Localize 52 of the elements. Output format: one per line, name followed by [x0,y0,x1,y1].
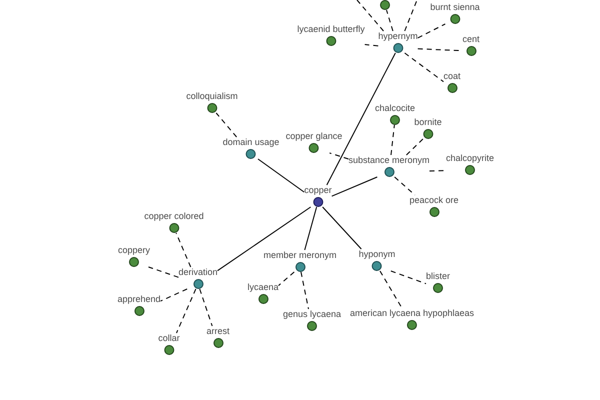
connector-line [217,206,312,272]
dashed-connector-line [300,272,309,310]
node-label: lycaena [247,282,279,293]
node-label: coat [444,71,460,82]
node-label: peacock ore [409,195,459,206]
node-label: bornite [414,117,442,128]
connector-line [304,206,318,250]
dashed-connector-line [404,52,444,82]
node-label: domain usage [222,137,280,148]
node-label: american lycaena hypophlaeas [350,308,474,319]
node-label: collar [158,333,180,344]
node-label: copper [304,185,332,196]
node-label: hyponym [358,249,396,260]
node-label: cent [462,34,480,45]
dashed-connector-line [364,44,379,46]
dashed-connector-line [199,288,213,326]
node-label: member meronym [264,250,336,261]
node-label: burnt sienna [430,2,480,13]
connector-line [331,176,378,197]
dashed-connector-line [148,266,179,278]
connector-line [322,206,362,250]
node-label: colloquialism [186,91,238,102]
dashed-connector-line [429,170,446,172]
node-label: lycaenid butterfly [297,24,365,35]
dashed-connector-line [356,0,384,32]
node-label: substance meronym [348,155,430,166]
dashed-connector-line [380,270,402,308]
node-label: copper colored [144,211,204,222]
node-label: coppery [118,245,150,256]
dashed-connector-line [417,24,446,38]
dashed-connector-line [390,270,426,284]
connector-line [258,158,305,193]
dashed-connector-line [176,232,192,268]
node-label: copper glance [286,131,342,142]
node-label: genus lycaena [282,309,342,320]
dashed-connector-line [329,152,349,160]
dashed-connector-line [176,288,196,334]
node-label: apprehend [117,294,161,305]
node-label: derivation [178,267,218,278]
dashed-connector-line [278,272,295,286]
node-label: blister [426,271,450,282]
connector-line [326,52,396,186]
dashed-connector-line [406,138,424,156]
node-label: hypernym [378,31,418,42]
dashed-connector-line [216,112,238,138]
node-label: arrest [206,326,230,337]
node-label: chalcopyrite [446,153,494,164]
node-label: chalcocite [374,103,416,114]
dashed-connector-line [386,10,394,32]
dashed-connector-line [404,0,418,32]
dashed-connector-line [390,124,395,156]
dashed-connector-line [160,288,188,302]
